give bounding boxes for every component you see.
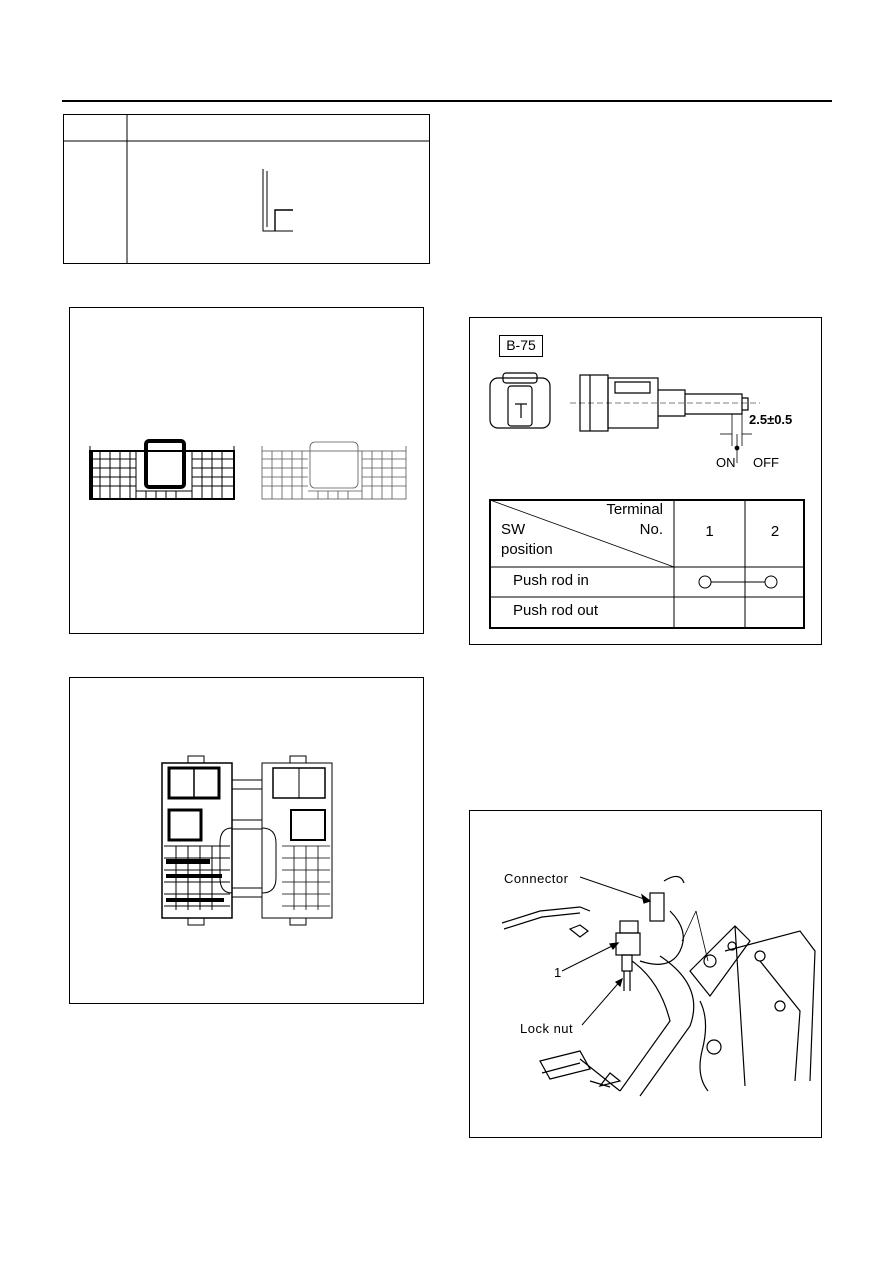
pedal-illustration — [501, 875, 816, 1097]
continuity-table-grid — [489, 499, 805, 629]
connector-left-bold — [89, 439, 235, 500]
pedal-figure-box: Connector 1 Lock nut — [469, 810, 822, 1138]
connector-callout: Connector — [504, 871, 569, 886]
row-push-rod-in: Push rod in — [513, 572, 589, 589]
connector-view-box-1 — [69, 307, 424, 634]
header-rule — [62, 100, 832, 102]
off-label: OFF — [753, 455, 779, 470]
header-position: position — [501, 541, 553, 558]
on-label: ON — [716, 455, 736, 470]
lock-nut-callout: Lock nut — [520, 1021, 574, 1036]
row-push-rod-out: Push rod out — [513, 602, 599, 619]
connector-id-label: B-75 — [499, 335, 543, 357]
column-1-label: 1 — [705, 523, 714, 540]
part-number-callout: 1 — [554, 965, 562, 980]
stroke-dimension-label: 2.5±0.5 — [749, 412, 793, 427]
symbol-table — [63, 114, 430, 264]
continuity-indicator — [698, 575, 778, 589]
connector-view-box-2 — [69, 677, 424, 1004]
symbol-table-drawing — [63, 114, 430, 264]
switch-figure-box: B-75 2.5±0.5 ON OFF — [469, 317, 822, 645]
switch-side-drawing — [489, 372, 760, 463]
connector-pair-drawing — [89, 439, 407, 500]
header-sw: SW — [501, 521, 526, 538]
column-2-label: 2 — [770, 523, 780, 540]
vertical-connector-drawing — [161, 755, 333, 926]
header-terminal: Terminal — [606, 501, 663, 518]
header-no: No. — [639, 521, 663, 538]
connector-right-light — [261, 441, 407, 500]
continuity-table: Terminal SW No. position 1 2 Push rod in… — [489, 499, 805, 629]
